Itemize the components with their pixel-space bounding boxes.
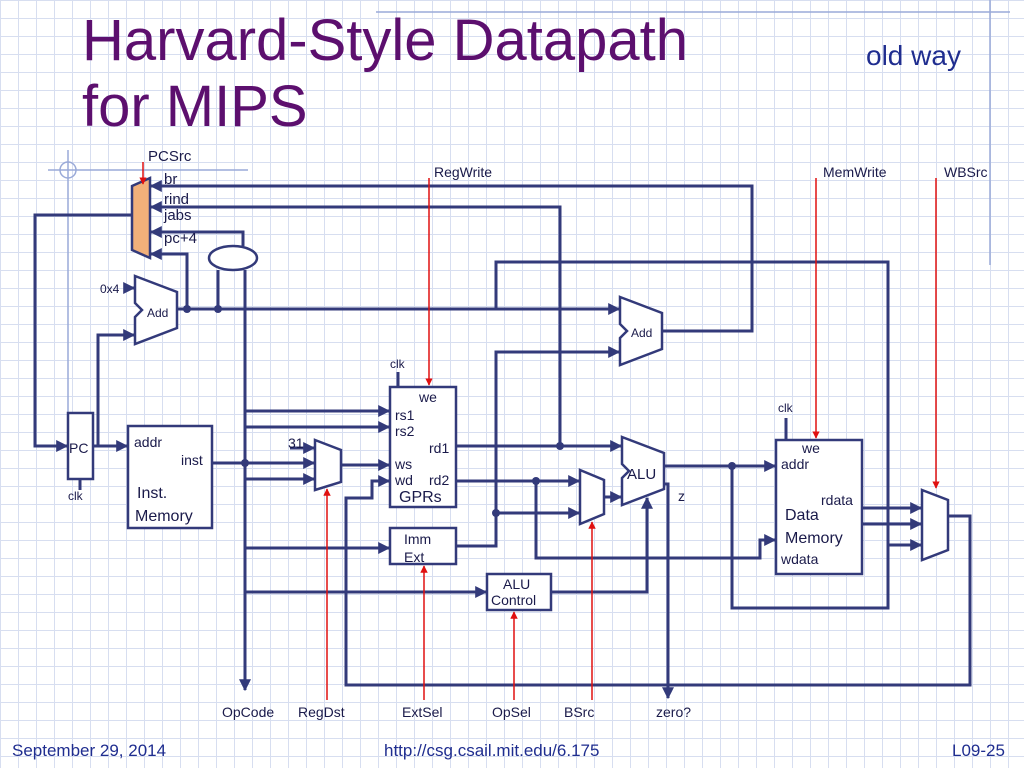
opcode-label: OpCode bbox=[222, 704, 274, 720]
alu-control-line-1: ALU bbox=[503, 576, 530, 592]
alu-label: ALU bbox=[627, 466, 656, 483]
pcsrc-label: PCSrc bbox=[148, 148, 192, 165]
b-source-mux bbox=[578, 468, 606, 526]
imm-ext-line-2: Ext bbox=[404, 549, 424, 565]
dm-rdata-label: rdata bbox=[821, 492, 853, 508]
slide-title: Harvard-Style Datapath for MIPS bbox=[82, 8, 688, 140]
write-back-mux bbox=[920, 488, 950, 562]
alu-control-line-2: Control bbox=[491, 592, 536, 608]
footer-url: http://csg.csail.mit.edu/6.175 bbox=[384, 741, 600, 760]
rf-wd-label: wd bbox=[394, 472, 413, 488]
pc-clk-label: clk bbox=[68, 489, 84, 503]
pc-label: PC bbox=[69, 440, 88, 456]
control-wires bbox=[139, 162, 940, 700]
imm-ext-line-1: Imm bbox=[404, 531, 431, 547]
reg-dst-mux bbox=[313, 438, 343, 492]
pc-adder-label: Add bbox=[147, 306, 168, 320]
rf-ws-label: ws bbox=[394, 456, 412, 472]
datapath-wires bbox=[33, 180, 972, 700]
inst-mem-addr-label: addr bbox=[134, 434, 162, 450]
regwrite-label: RegWrite bbox=[434, 164, 492, 180]
bsrc-label: BSrc bbox=[564, 704, 594, 720]
title-line-1: Harvard-Style Datapath bbox=[82, 8, 689, 73]
inst-mem-name-1: Inst. bbox=[137, 485, 167, 502]
dm-name-2: Memory bbox=[785, 530, 843, 547]
dm-addr-label: addr bbox=[781, 456, 809, 472]
rf-clk-label: clk bbox=[390, 357, 406, 371]
footer-slide-number: L09-25 bbox=[952, 741, 1005, 760]
slide-subtitle: old way bbox=[866, 40, 961, 71]
pc-input-pc-plus-4: pc+4 bbox=[164, 230, 197, 247]
inst-mem-name-2: Memory bbox=[135, 508, 193, 525]
dm-name-1: Data bbox=[785, 507, 819, 524]
rf-rs1-label: rs1 bbox=[395, 407, 415, 423]
rf-we-label: we bbox=[418, 389, 437, 405]
dm-clk-label: clk bbox=[778, 401, 794, 415]
instruction-memory bbox=[126, 424, 214, 530]
inst-mem-inst-label: inst bbox=[181, 452, 203, 468]
branch-adder-label: Add bbox=[631, 326, 652, 340]
pc-input-rind: rind bbox=[164, 191, 189, 208]
register-file bbox=[388, 385, 458, 509]
extsel-label: ExtSel bbox=[402, 704, 442, 720]
dm-wdata-label: wdata bbox=[780, 551, 819, 567]
template-decoration bbox=[48, 0, 1010, 440]
rf-name-label: GPRs bbox=[399, 489, 442, 506]
regdst-label: RegDst bbox=[298, 704, 345, 720]
dm-we-label: we bbox=[801, 440, 820, 456]
title-line-2: for MIPS bbox=[82, 74, 308, 139]
pc-input-br: br bbox=[164, 171, 177, 188]
rf-rd1-label: rd1 bbox=[429, 440, 449, 456]
wbsrc-label: WBSrc bbox=[944, 164, 988, 180]
pc-input-jabs: jabs bbox=[163, 207, 192, 224]
const-four-label: 0x4 bbox=[100, 282, 120, 296]
opsel-label: OpSel bbox=[492, 704, 531, 720]
rf-rd2-label: rd2 bbox=[429, 472, 449, 488]
const-31-label: 31 bbox=[288, 435, 304, 451]
pc-source-mux bbox=[130, 176, 152, 260]
zero-label: zero? bbox=[656, 704, 691, 720]
rf-rs2-label: rs2 bbox=[395, 423, 415, 439]
alu-zero-out-label: z bbox=[678, 488, 685, 504]
memwrite-label: MemWrite bbox=[823, 164, 887, 180]
footer-date: September 29, 2014 bbox=[12, 741, 167, 760]
jump-target-combiner bbox=[207, 244, 259, 272]
